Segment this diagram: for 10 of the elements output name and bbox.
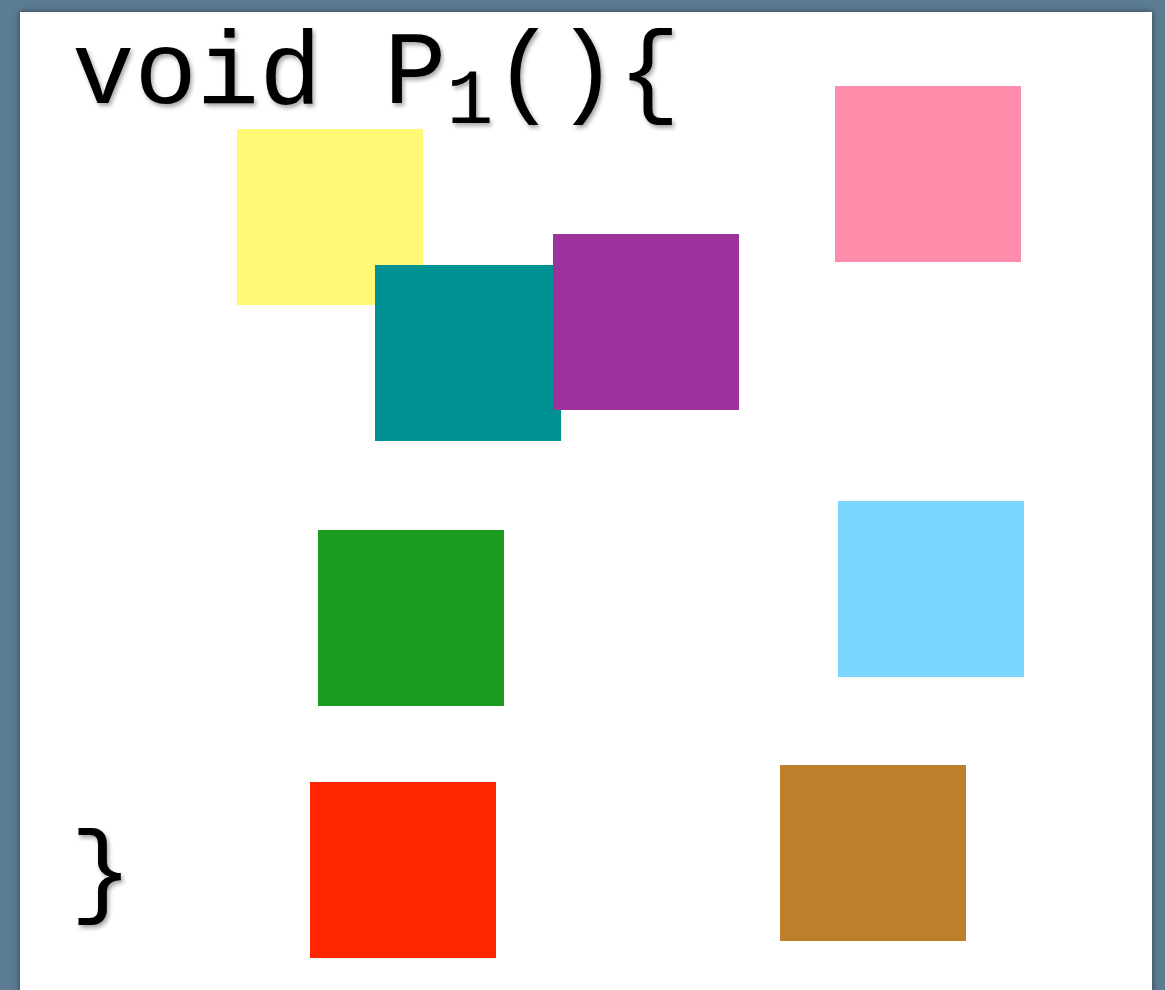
square: [838, 501, 1024, 677]
square: [780, 765, 966, 941]
code-text: }: [70, 818, 133, 933]
code-text: void P$_{1}$(){: [72, 18, 681, 133]
square: [835, 86, 1021, 262]
square: [318, 530, 504, 706]
square: [375, 265, 561, 441]
square: [237, 129, 423, 305]
square: [310, 782, 496, 958]
square: [553, 234, 739, 410]
